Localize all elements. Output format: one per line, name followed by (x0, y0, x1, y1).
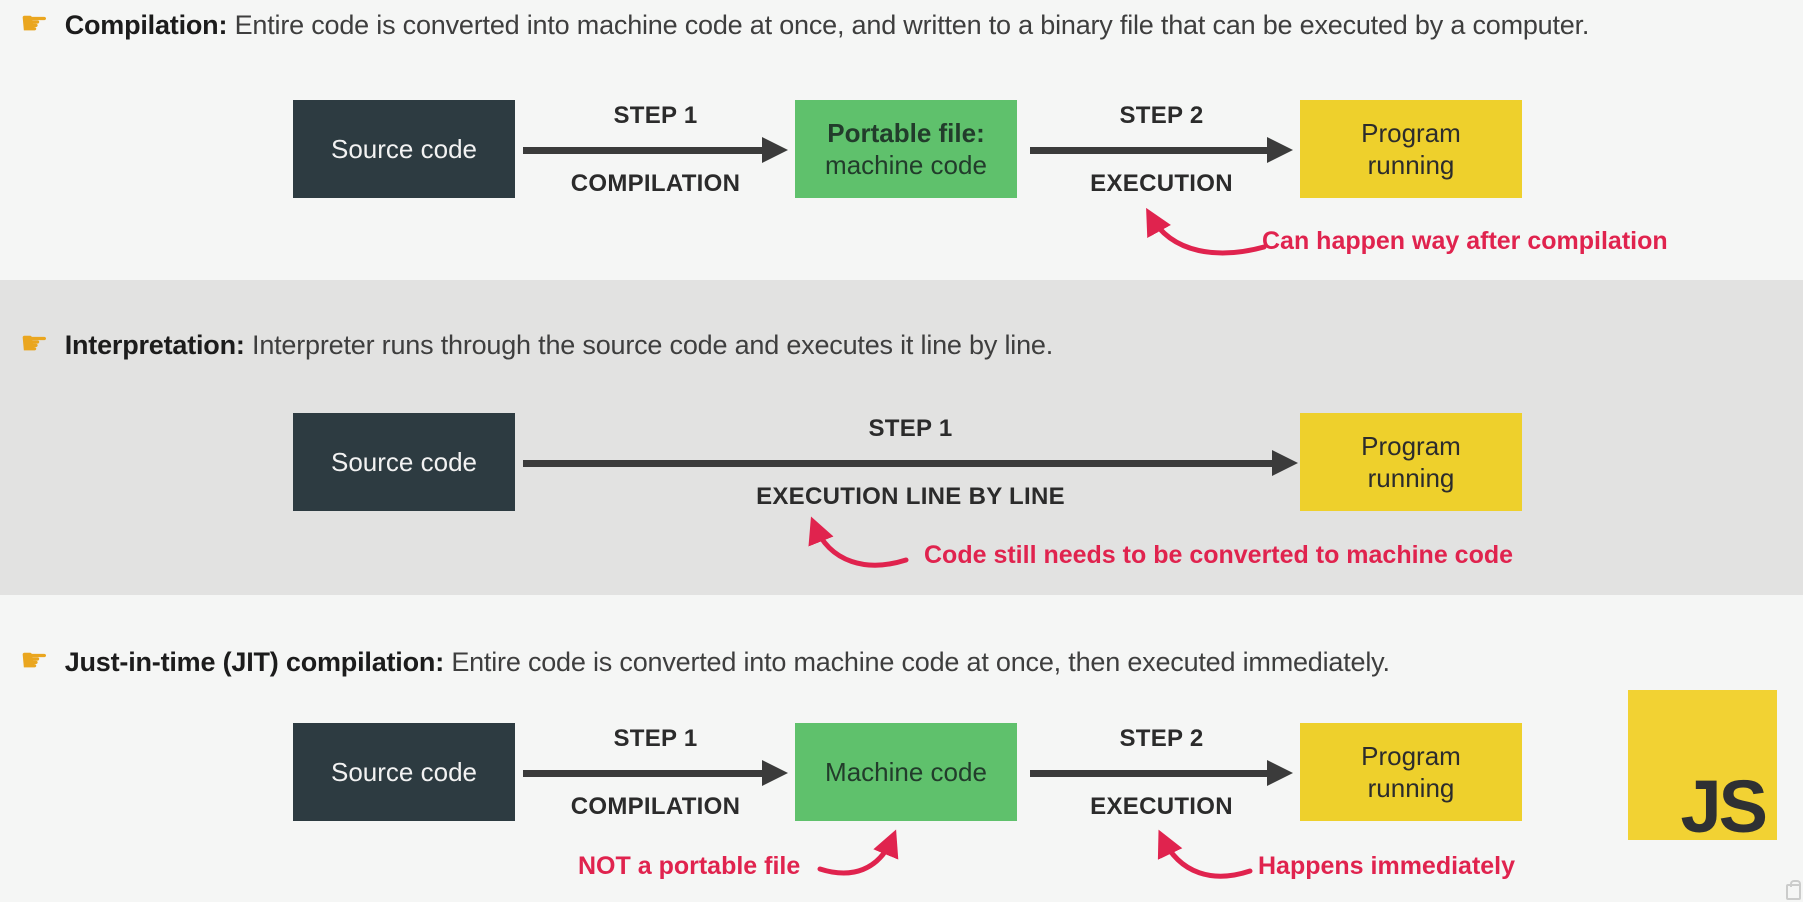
step1-name: COMPILATION (570, 793, 741, 820)
step2-arrow-group: STEP 2 EXECUTION (1030, 725, 1293, 821)
source-code-label: Source code (331, 134, 477, 164)
program-running-line2: running (1367, 773, 1455, 803)
program-running-line1: Program (1361, 118, 1461, 148)
section-header: ☛ Just-in-time (JIT) compilation: Entire… (20, 642, 1390, 679)
step1-arrow-group: STEP 1 COMPILATION (523, 725, 788, 821)
arrow-right-icon (523, 137, 788, 163)
source-code-box: Source code (293, 413, 515, 511)
section-heading-text: Compilation: Entire code is converted in… (65, 9, 1590, 42)
machine-code-box: Machine code (795, 723, 1017, 821)
section-description: Interpreter runs through the source code… (252, 330, 1053, 360)
program-running-box: Program running (1300, 723, 1522, 821)
section-jit-compilation: ☛ Just-in-time (JIT) compilation: Entire… (0, 595, 1803, 902)
annotation-execution-timing: Can happen way after compilation (1262, 227, 1668, 255)
curved-arrow-icon (1146, 207, 1267, 256)
step1-name: EXECUTION LINE BY LINE (756, 483, 1065, 510)
source-code-box: Source code (293, 100, 515, 198)
step1-label: STEP 1 (868, 415, 953, 442)
curved-arrow-icon (808, 516, 909, 568)
section-header: ☛ Interpretation: Interpreter runs throu… (20, 325, 1054, 362)
program-running-line1: Program (1361, 741, 1461, 771)
javascript-logo: JS (1628, 690, 1777, 848)
section-heading-text: Just-in-time (JIT) compilation: Entire c… (65, 646, 1390, 679)
program-running-line2: running (1367, 463, 1455, 493)
portable-file-box: Portable file: machine code (795, 100, 1017, 198)
step1-name: COMPILATION (570, 170, 741, 197)
curved-arrow-icon (1157, 829, 1253, 879)
step2-label: STEP 2 (1119, 102, 1204, 129)
step2-label: STEP 2 (1119, 725, 1204, 752)
pointing-finger-icon: ☛ (20, 642, 49, 678)
step2-name: EXECUTION (1090, 793, 1233, 820)
pointing-finger-icon: ☛ (20, 325, 49, 361)
section-heading-text: Interpretation: Interpreter runs through… (64, 329, 1054, 362)
section-interpretation: ☛ Interpretation: Interpreter runs throu… (0, 280, 1803, 595)
section-title: Compilation: (64, 10, 228, 40)
corner-clipboard-icon (1786, 880, 1801, 900)
step2-arrow-group: STEP 2 EXECUTION (1030, 102, 1293, 198)
portable-file-label-line1: Portable file: (827, 118, 985, 148)
curved-arrow-icon (817, 829, 899, 876)
portable-file-label-line2: machine code (825, 150, 987, 180)
section-description: Entire code is converted into machine co… (451, 647, 1390, 677)
program-running-box: Program running (1300, 413, 1522, 511)
section-title: Just-in-time (JIT) compilation: (64, 647, 445, 677)
program-running-box: Program running (1300, 100, 1522, 198)
source-code-label: Source code (331, 447, 477, 477)
annotation-happens-immediately: Happens immediately (1258, 852, 1516, 880)
arrow-right-icon (1030, 760, 1293, 786)
section-header: ☛ Compilation: Entire code is converted … (20, 5, 1590, 42)
source-code-label: Source code (331, 757, 477, 787)
step1-label: STEP 1 (613, 102, 698, 129)
step1-arrow-group: STEP 1 EXECUTION LINE BY LINE (523, 415, 1298, 511)
section-description: Entire code is converted into machine co… (234, 10, 1590, 40)
step1-arrow-group: STEP 1 COMPILATION (523, 102, 788, 198)
program-running-line1: Program (1361, 431, 1461, 461)
pointing-finger-icon: ☛ (20, 5, 49, 41)
source-code-box: Source code (293, 723, 515, 821)
javascript-logo-text: JS (1680, 765, 1767, 848)
program-running-line2: running (1367, 150, 1455, 180)
machine-code-label: Machine code (825, 757, 987, 787)
step1-label: STEP 1 (613, 725, 698, 752)
arrow-right-icon (1030, 137, 1293, 163)
arrow-right-icon (523, 450, 1298, 476)
section-title: Interpretation: (64, 330, 245, 360)
annotation-machine-code-conversion: Code still needs to be converted to mach… (924, 541, 1514, 569)
annotation-not-portable: NOT a portable file (578, 852, 801, 880)
arrow-right-icon (523, 760, 788, 786)
step2-name: EXECUTION (1090, 170, 1233, 197)
section-compilation: ☛ Compilation: Entire code is converted … (0, 0, 1803, 280)
